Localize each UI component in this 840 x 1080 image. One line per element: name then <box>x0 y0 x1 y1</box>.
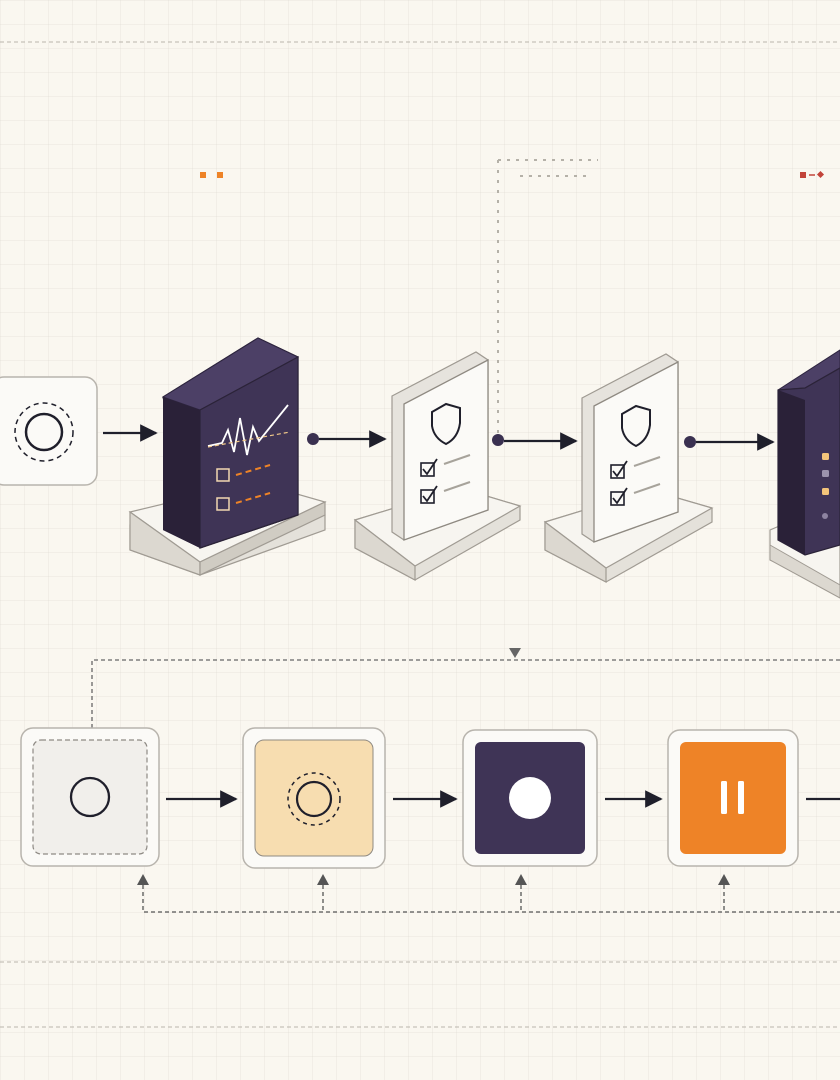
filled-dot-icon <box>509 777 551 819</box>
circle-icon <box>24 412 64 452</box>
checkbox-checked-icon <box>420 489 435 504</box>
checkbox-checked-icon <box>610 464 625 479</box>
state-recording-tile[interactable] <box>462 729 598 867</box>
up-triangle-icon <box>317 874 329 885</box>
status-server[interactable] <box>769 349 840 599</box>
waveform-icon <box>207 404 289 456</box>
feedback-loop-bottom <box>142 885 840 913</box>
checkbox-empty-icon <box>216 497 230 511</box>
connector-dot <box>307 433 319 445</box>
status-dots-icon <box>822 453 829 519</box>
shield-icon <box>431 402 461 446</box>
state-pending-tile[interactable] <box>242 727 386 869</box>
state-idle-tile[interactable] <box>20 727 160 867</box>
up-triangle-icon <box>718 874 730 885</box>
monitor-server[interactable] <box>128 337 327 576</box>
policy-panel-1[interactable] <box>353 351 522 581</box>
dashed-circle-icon <box>14 402 74 462</box>
feedback-loop-top <box>91 659 840 728</box>
up-triangle-icon <box>137 874 149 885</box>
start-tile[interactable] <box>0 376 98 486</box>
dashed-circle-icon <box>287 772 341 826</box>
gray-dash-marker-group <box>497 159 598 440</box>
policy-face-1 <box>403 358 489 541</box>
pause-icon <box>721 781 744 814</box>
policy-face-2 <box>593 360 679 543</box>
circle-icon <box>295 780 333 818</box>
up-triangle-icon <box>515 874 527 885</box>
shield-icon <box>621 404 651 448</box>
checkbox-checked-icon <box>420 462 435 477</box>
connector-dot <box>684 436 696 448</box>
down-triangle-icon <box>509 648 521 658</box>
circle-icon <box>69 776 111 818</box>
policy-panel-2[interactable] <box>543 353 714 583</box>
orange-marker-pair <box>200 172 223 178</box>
checkbox-checked-icon <box>610 491 625 506</box>
monitor-left-side <box>163 397 200 548</box>
connector-dot <box>492 434 504 446</box>
checkbox-empty-icon <box>216 468 230 482</box>
red-marker-pair <box>800 170 825 179</box>
state-paused-tile[interactable] <box>667 729 799 867</box>
